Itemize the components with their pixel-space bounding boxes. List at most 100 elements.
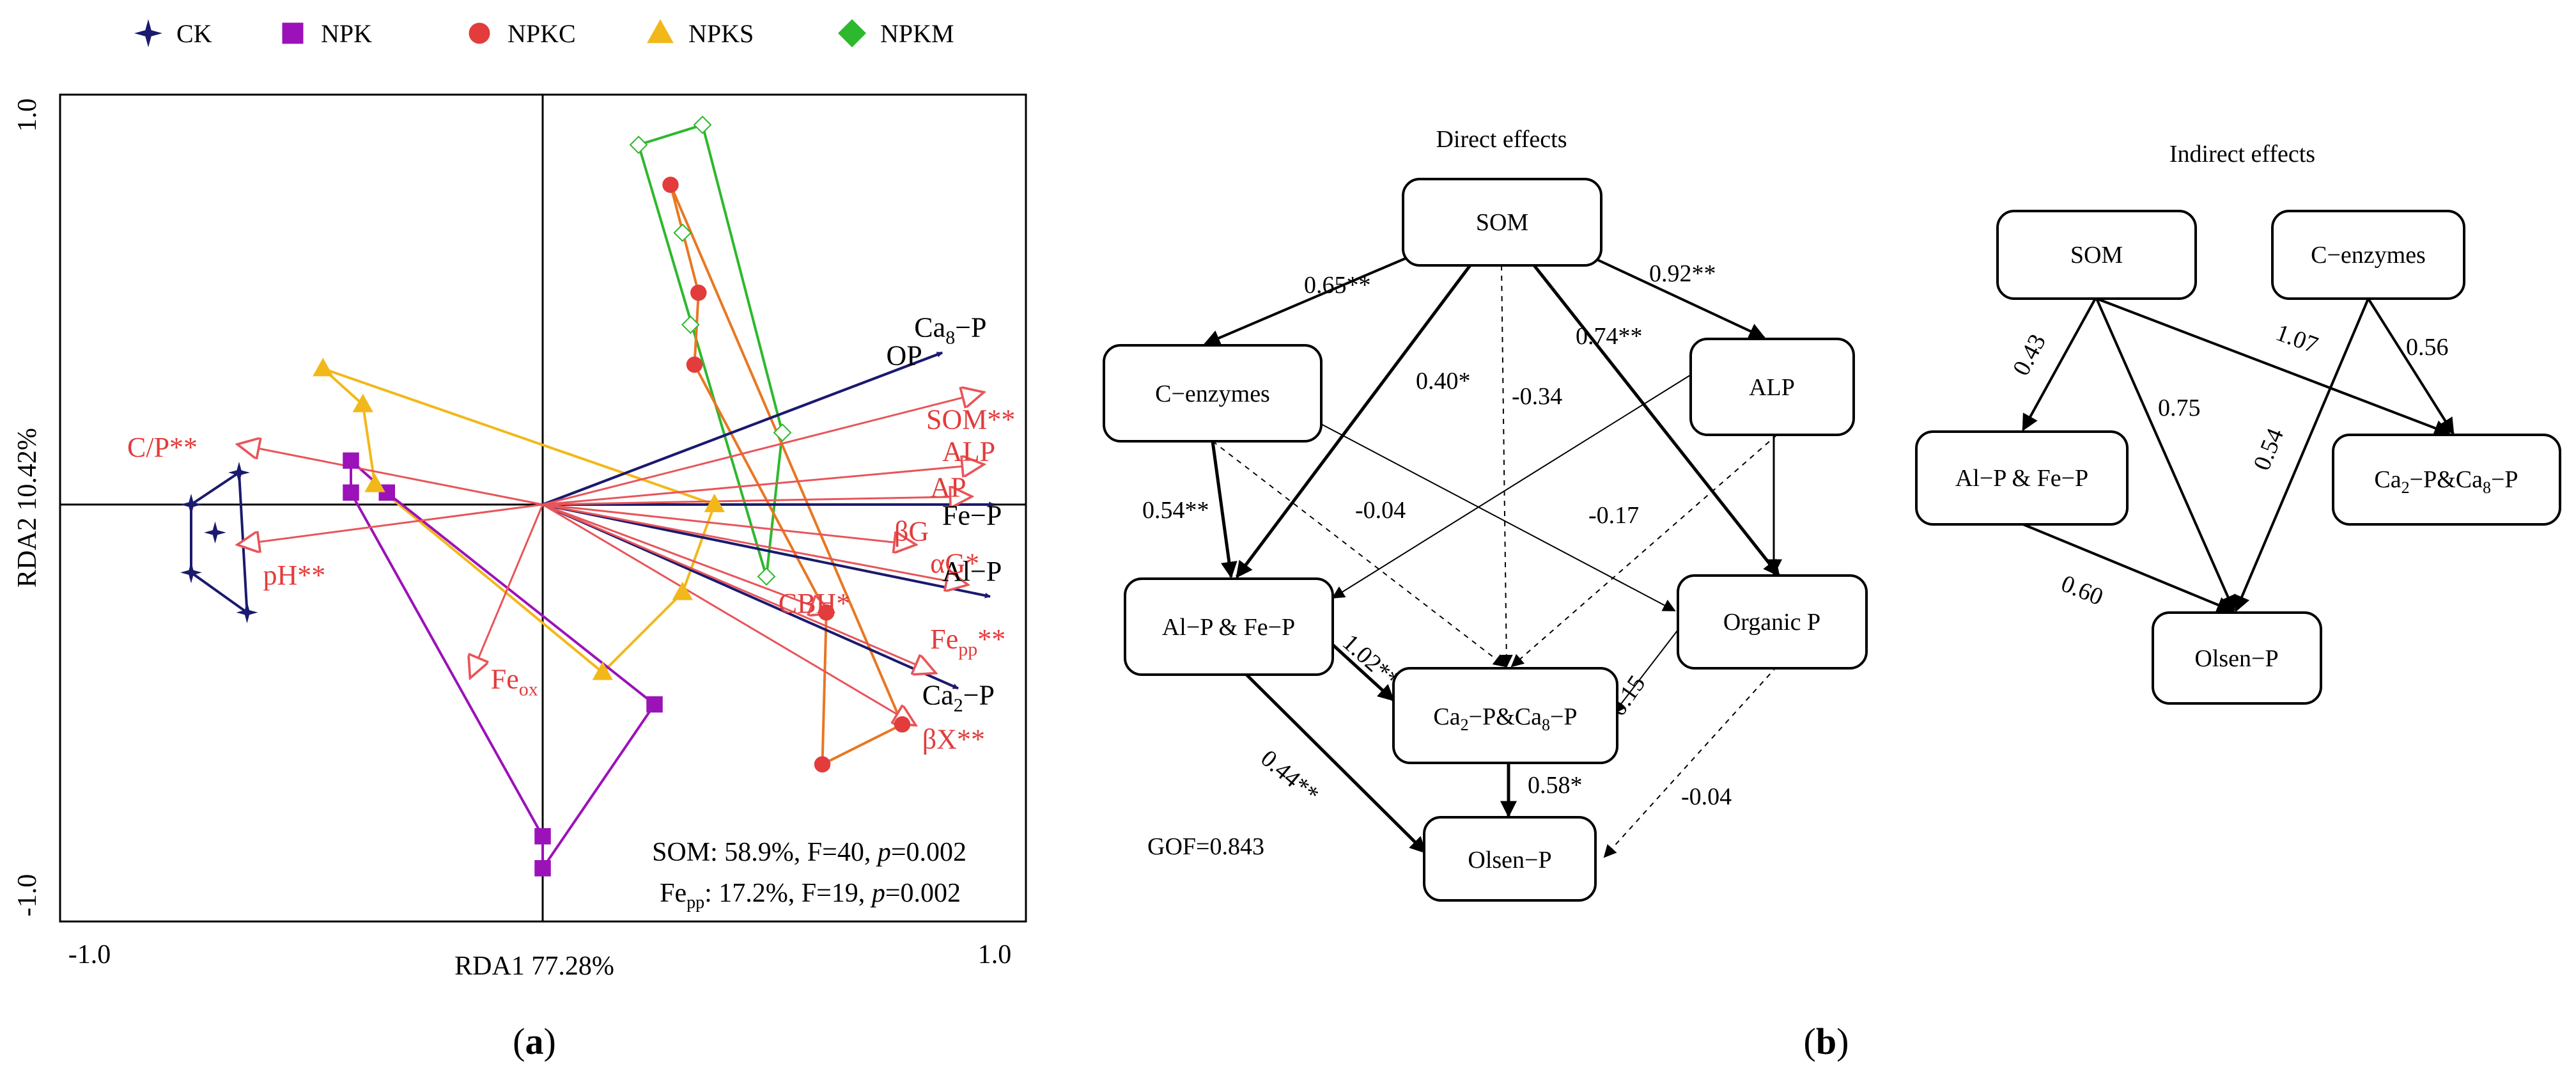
vector-13 <box>239 444 543 506</box>
edge-label-cenz-org: -0.17 <box>1588 502 1639 529</box>
legend-marker-npkm <box>838 19 866 47</box>
node-olsen-p-ind: Olsen−P <box>2152 611 2322 705</box>
point-npks-1 <box>352 393 373 412</box>
vector-10 <box>542 503 830 613</box>
edge-label-ind-107: 1.07 <box>2272 319 2322 359</box>
vector-label-12: βX** <box>922 723 985 755</box>
point-npkm-5 <box>681 315 700 334</box>
x-axis-label: RDA1 77.28% <box>454 952 614 981</box>
vector-label-6: ALP <box>942 435 995 467</box>
edge-label-som-cenz: 0.65** <box>1304 272 1371 299</box>
legend-item-npks: NPKS <box>647 19 754 48</box>
edge-alfe-olsen-ind <box>2022 523 2234 613</box>
vector-15 <box>471 504 544 677</box>
edge-label-som-alp: 0.92** <box>1649 260 1716 287</box>
point-npk-3 <box>646 696 663 713</box>
panel-label-b: (b) <box>1804 1021 1849 1062</box>
edge-label-org-olsen: -0.04 <box>1681 783 1732 810</box>
point-npkc-0 <box>662 176 679 193</box>
vector-label-14: pH** <box>263 560 326 591</box>
stats-annotation-fepp: Fepp: 17.2%, F=19, p=0.002 <box>660 879 961 913</box>
edge-som-alp <box>1581 251 1766 339</box>
edge-som-cap <box>1500 265 1513 668</box>
edge-cenz-cap-ind <box>2367 297 2455 435</box>
vector-label-13: C/P** <box>127 432 198 463</box>
legend-marker-ck <box>134 19 162 47</box>
node-organic-p: Organic P <box>1677 574 1868 670</box>
edge-cenz-org <box>1259 391 1676 611</box>
node-som: SOM <box>1402 178 1602 267</box>
y-axis-label: RDA2 10.42% <box>13 428 42 588</box>
legend-item-npkm: NPKM <box>838 19 954 48</box>
edge-org-olsen <box>1603 666 1778 858</box>
vector-9 <box>542 503 966 584</box>
hull-npks <box>322 367 717 675</box>
edge-label-ind-060: 0.60 <box>2058 570 2107 611</box>
node-al-p-fe-p: Al−P & Fe−P <box>1124 577 1334 676</box>
point-ck-0 <box>180 494 202 515</box>
vector-label-0: OP <box>887 340 922 371</box>
vector-5 <box>542 393 982 506</box>
node-c-enzymes-ind: C−enzymes <box>2271 210 2465 300</box>
point-npks-2 <box>364 473 385 492</box>
y-tick-max: 1.0 <box>13 98 42 132</box>
point-ck-3 <box>180 561 202 584</box>
legend-item-ck: CK <box>134 19 212 48</box>
node-som-ind: SOM <box>1996 210 2197 300</box>
edge-alfe-olsen <box>1245 673 1427 854</box>
point-npkm-4 <box>757 567 776 586</box>
path-diagram-direct: Direct effects 0.65** 0.92** 0.40* -0.34… <box>1103 126 1868 902</box>
point-npks-4 <box>672 581 693 600</box>
legend-item-npk: NPK <box>282 19 372 48</box>
edge-label-ind-054: 0.54 <box>2248 425 2289 474</box>
point-npks-5 <box>592 661 613 680</box>
point-npk-1 <box>343 484 359 501</box>
svg-text:Olsen−P: Olsen−P <box>1468 847 1551 874</box>
vector-3 <box>542 503 991 599</box>
hull-ck <box>190 470 249 615</box>
vector-label-4: Ca2−P <box>922 680 995 716</box>
legend-label: NPKC <box>508 19 576 48</box>
node-ca2-ca8-p: Ca2−P&Ca8−P <box>1392 667 1618 764</box>
point-npk-4 <box>534 828 551 845</box>
point-npkm-0 <box>629 136 648 154</box>
sample-points <box>180 115 911 877</box>
point-npks-0 <box>313 357 334 377</box>
y-tick-min: -1.0 <box>13 874 42 917</box>
node-ca2-ca8-p-ind: Ca2−P&Ca8−P <box>2332 434 2561 526</box>
edge-label-som-alfe: 0.40* <box>1416 368 1471 395</box>
biplot-vectors <box>239 351 995 725</box>
legend-label: NPKS <box>688 19 754 48</box>
vector-label-7: AP <box>930 472 966 503</box>
edge-label-cenz-cap: -0.04 <box>1355 497 1406 524</box>
indirect-title: Indirect effects <box>2169 141 2315 168</box>
stats-annotation-som: SOM: 58.9%, F=40, p=0.002 <box>652 838 966 867</box>
edge-som-org <box>1533 264 1780 577</box>
svg-text:SOM: SOM <box>2070 242 2123 269</box>
vector-label-15: Feox <box>491 664 538 700</box>
svg-text:C−enzymes: C−enzymes <box>2311 242 2426 269</box>
edge-label-cenz-alfe: 0.54** <box>1142 497 1209 524</box>
vector-1 <box>542 351 943 506</box>
point-npk-5 <box>534 860 551 877</box>
edge-som-alfe <box>1235 264 1472 579</box>
vector-label-5: SOM** <box>926 404 1015 435</box>
svg-text:C−enzymes: C−enzymes <box>1155 380 1270 407</box>
vector-label-11: Fepp** <box>930 623 1005 660</box>
point-npks-3 <box>704 494 725 512</box>
vector-label-9: αG* <box>930 547 979 579</box>
legend: CK NPK NPKC NPKS NPKM <box>134 19 954 48</box>
path-diagram-indirect: Indirect effects 0.43 1.07 0.56 0.75 0.5… <box>1915 141 2561 705</box>
vector-label-3: Al−P <box>942 556 1002 587</box>
point-npkc-5 <box>894 716 911 733</box>
node-alp: ALP <box>1689 338 1855 436</box>
vector-11 <box>542 503 935 673</box>
point-ck-4 <box>236 601 258 623</box>
vector-7 <box>542 497 970 505</box>
edge-label-som-org: 0.74** <box>1576 323 1643 350</box>
point-npkc-3 <box>818 604 835 621</box>
point-npkm-3 <box>773 423 792 442</box>
gof-label: GOF=0.843 <box>1147 833 1264 860</box>
edge-som-olsen-ind <box>2095 298 2236 613</box>
